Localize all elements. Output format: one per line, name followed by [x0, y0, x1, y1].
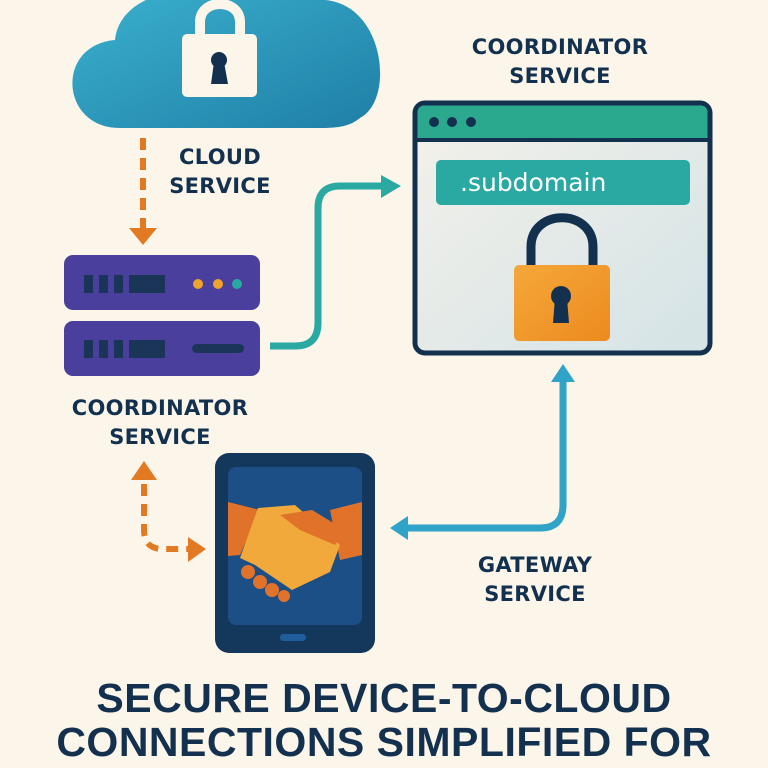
arrowhead-up-icon	[551, 364, 575, 382]
page-title-line2: CONNECTIONS SIMPLIFIED FOR	[56, 719, 712, 765]
arrowhead-left-icon	[390, 516, 408, 540]
handshake-icon	[228, 502, 362, 602]
address-bar	[436, 160, 690, 205]
label-line: COORDINATOR	[71, 396, 249, 420]
status-light-icon	[193, 279, 203, 289]
arrowhead-right-icon	[188, 537, 206, 562]
gateway-service-label: GATEWAY SERVICE	[455, 551, 615, 609]
home-button-icon	[280, 634, 306, 641]
coordinator-server-label: COORDINATOR SERVICE	[40, 394, 280, 452]
arrowhead-down-icon	[129, 228, 157, 245]
label-line: GATEWAY	[477, 553, 593, 577]
padlock-icon	[182, 0, 257, 97]
status-light-icon	[213, 279, 223, 289]
coordinator-server-node	[64, 255, 260, 376]
label-line: SERVICE	[484, 582, 586, 606]
cloud-service-node	[72, 0, 381, 128]
arrowhead-right-icon	[381, 175, 401, 198]
edge-cloud-to-coordinator	[129, 138, 157, 245]
edge-coordinator-to-browser	[270, 175, 401, 350]
page-title-line1: SECURE DEVICE-TO-CLOUD	[96, 675, 672, 721]
padlock-icon	[514, 213, 610, 341]
device-node	[215, 453, 375, 653]
address-bar-text: .subdomain	[460, 168, 607, 197]
status-light-icon	[232, 279, 242, 289]
edge-gateway	[390, 364, 575, 540]
coordinator-browser-node	[412, 100, 713, 356]
label-line: CLOUD	[179, 145, 261, 169]
window-dot-icon	[429, 117, 439, 127]
edge-device-to-coordinator	[131, 461, 206, 562]
cloud-service-label: CLOUD SERVICE	[160, 143, 280, 201]
label-line: SERVICE	[169, 174, 271, 198]
label-line: COORDINATOR	[471, 35, 649, 59]
window-dot-icon	[466, 117, 476, 127]
label-line: SERVICE	[509, 64, 611, 88]
label-line: SERVICE	[109, 425, 211, 449]
coordinator-browser-label: COORDINATOR SERVICE	[440, 33, 680, 91]
arrowhead-up-icon	[131, 461, 157, 480]
window-dot-icon	[447, 117, 457, 127]
